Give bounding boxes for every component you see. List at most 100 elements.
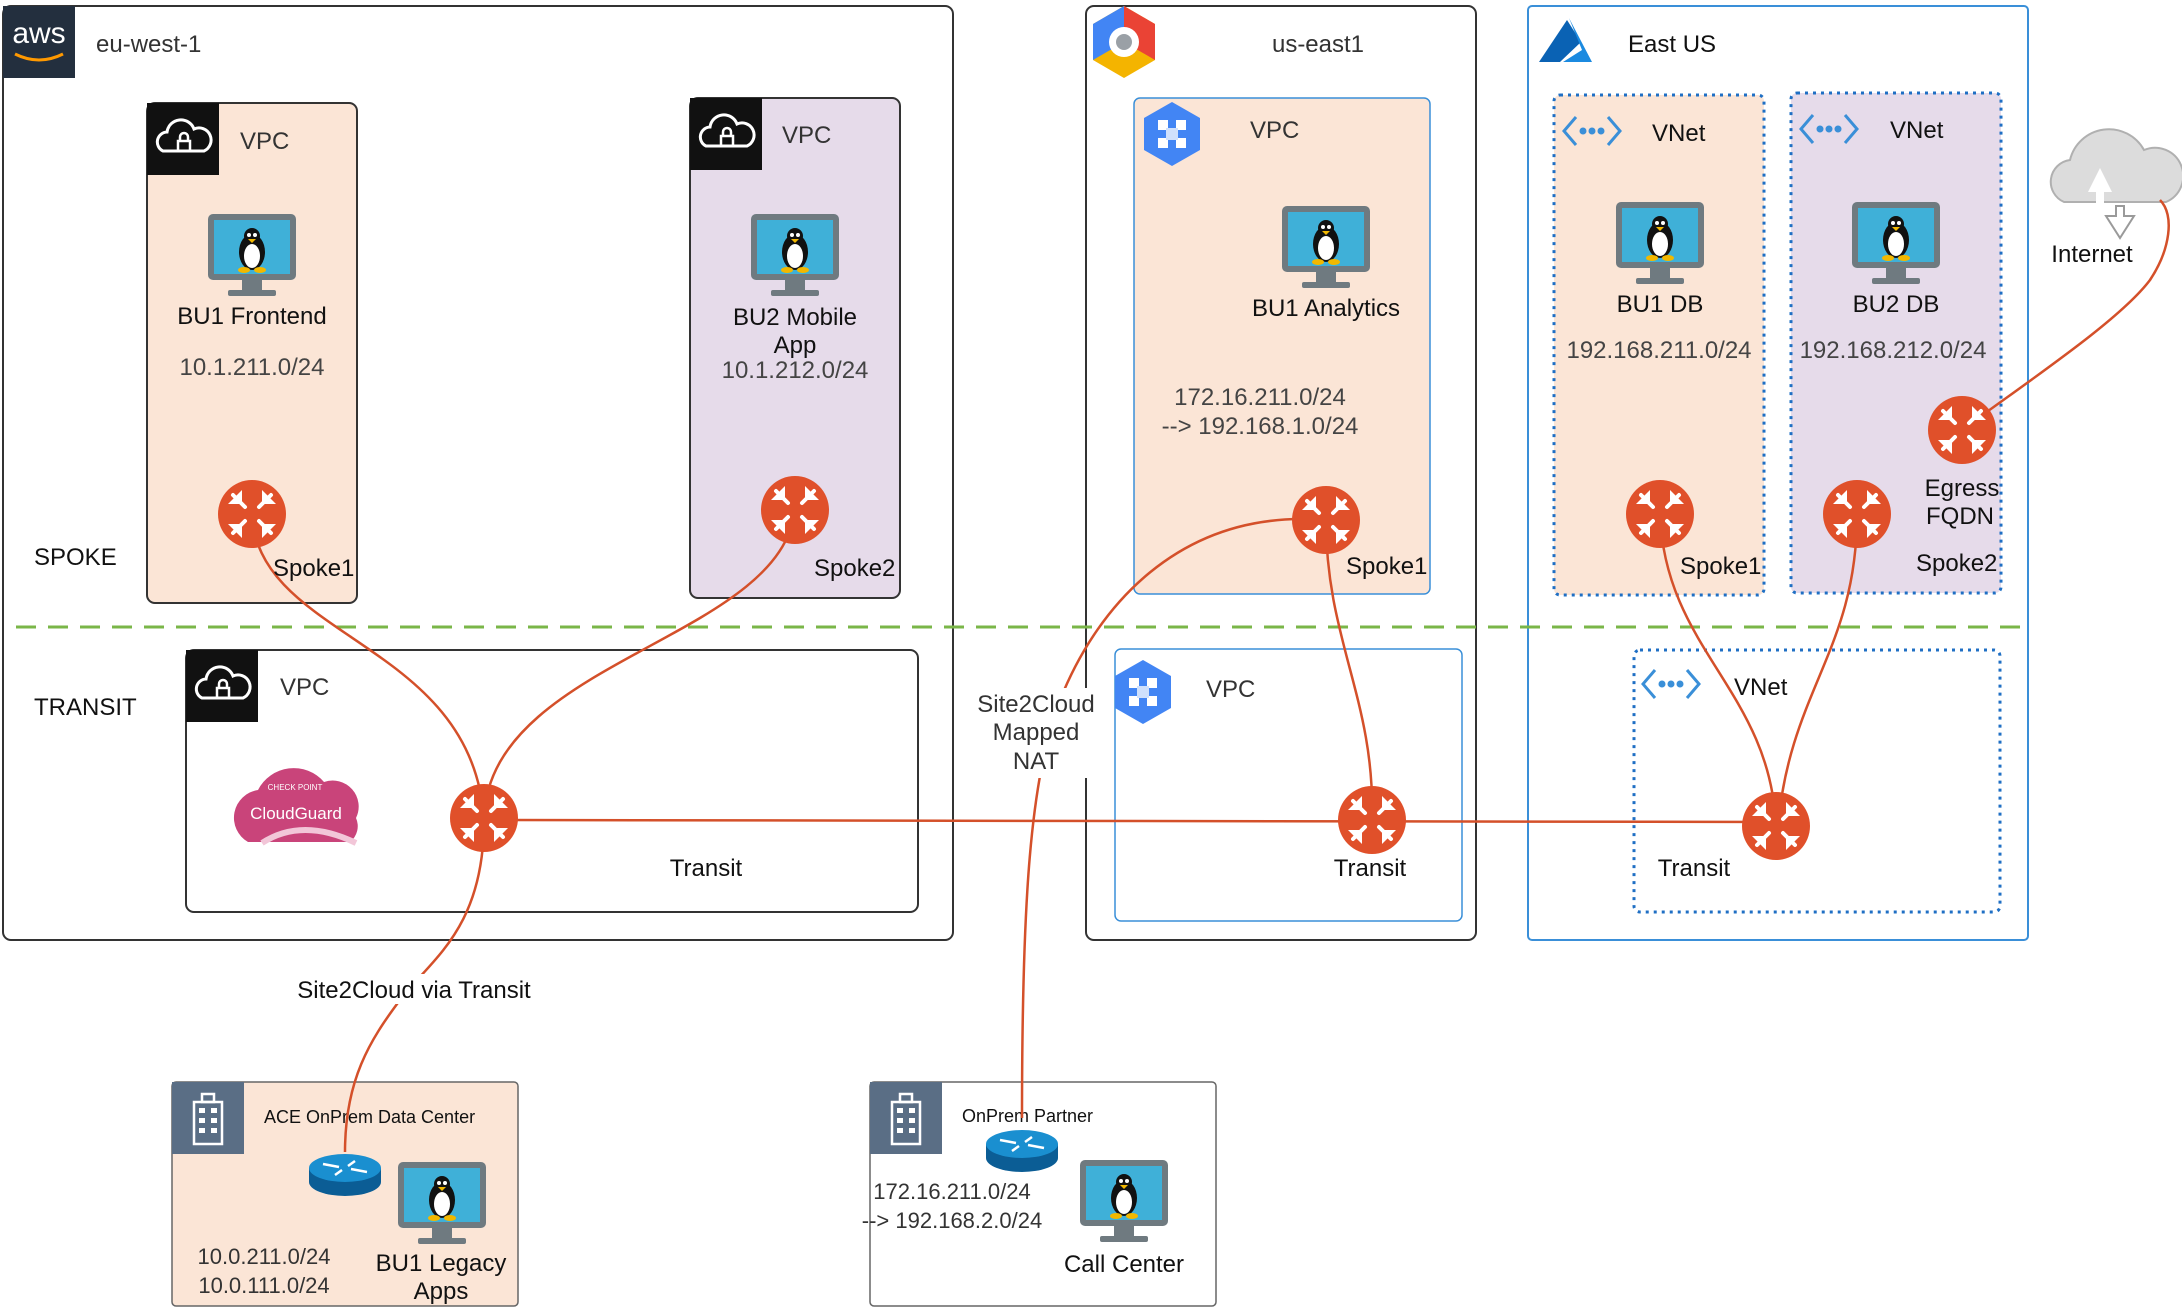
- aws-spoke1-vpc: VPC BU1 Frontend 10.1.211.0/24: [145, 101, 358, 604]
- azure-egress-gateway-icon: [1926, 394, 1998, 466]
- router-icon: [984, 1128, 1060, 1174]
- egress-fqdn-label-line2: FQDN: [1926, 503, 1994, 530]
- azure-transit-gateway-icon: [1740, 790, 1812, 862]
- workload-label: BU1 Frontend: [177, 303, 326, 330]
- azure-region-label: East US: [1628, 31, 1716, 58]
- vpc-label: VPC: [280, 674, 329, 701]
- aws-logo-icon: [3, 6, 75, 78]
- link-azure-spoke2-transit: [1776, 513, 1859, 827]
- aws-transit-gateway-label: Transit: [670, 855, 743, 882]
- vpc-cloud-lock-icon: [184, 648, 260, 724]
- azure-spoke2-vnet: VNet BU2 DB 192.168.212.0/24: [1789, 91, 2003, 595]
- onprem-partner: OnPrem Partner 172.16.211.0/24 --> 192.1…: [862, 1080, 1217, 1307]
- site2cloud-nat-label-line2: Mapped: [993, 719, 1080, 746]
- gcp-region-label: us-east1: [1272, 31, 1364, 58]
- gcp-transit-vpc: VPC: [1114, 648, 1463, 922]
- aws-badge: aws: [12, 17, 65, 50]
- cidr-label-line2: --> 192.168.1.0/24: [1162, 413, 1359, 440]
- gcp-transit-gateway-icon: [1336, 784, 1408, 856]
- cidr-label-line2: 10.0.111.0/24: [198, 1273, 329, 1298]
- azure-logo-icon: [1539, 18, 1592, 62]
- gcp-transit-gateway-label: Transit: [1334, 855, 1407, 882]
- link-site2cloud-nat: [1020, 517, 1301, 1119]
- azure-spoke1-vnet: VNet BU1 DB 192.168.211.0/24: [1552, 93, 1766, 597]
- vnet-icon: [1641, 668, 1701, 700]
- vnet-label: VNet: [1890, 117, 1944, 144]
- vpc-label: VPC: [1250, 117, 1299, 144]
- spoke-tier-label: SPOKE: [34, 544, 117, 571]
- aws-spoke2-vpc: VPC BU2 Mobile App 10.1.212.0/24: [688, 96, 901, 599]
- azure-spoke2-gateway-label: Spoke2: [1916, 550, 1997, 577]
- azure-transit-vnet: VNet: [1632, 648, 2002, 914]
- cidr-label: 192.168.212.0/24: [1800, 337, 1987, 364]
- aws-transit-vpc: VPC CHECK POINT CloudGuard: [184, 648, 919, 913]
- link-egress-internet: [1961, 199, 2170, 432]
- egress-fqdn-label-line1: Egress: [1925, 475, 2000, 502]
- router-icon: [307, 1152, 383, 1198]
- region-azure: East US: [1527, 5, 2029, 941]
- link-gcp-spoke1-transit: [1324, 519, 1374, 819]
- cidr-label-line1: 10.0.211.0/24: [198, 1244, 331, 1269]
- link-transit-peering: [483, 818, 1779, 824]
- site2cloud-nat-label-line3: NAT: [1013, 748, 1060, 775]
- workload-label-line1: BU2 Mobile: [733, 304, 857, 331]
- cidr-label: 192.168.211.0/24: [1566, 337, 1751, 364]
- aws-region-label: eu-west-1: [96, 31, 201, 58]
- aws-spoke2-gateway-label: Spoke2: [814, 555, 895, 582]
- workload-label: Call Center: [1064, 1251, 1184, 1278]
- workload-label-line2: Apps: [414, 1278, 469, 1305]
- azure-transit-gateway-label: Transit: [1658, 855, 1731, 882]
- internet-cloud-icon: [2049, 128, 2182, 240]
- onprem-title: OnPrem Partner: [962, 1106, 1093, 1126]
- building-icon: [170, 1080, 246, 1156]
- vpc-label: VPC: [1206, 676, 1255, 703]
- workload-label: BU2 DB: [1853, 291, 1940, 318]
- workload-label: BU1 DB: [1617, 291, 1704, 318]
- gcp-spoke1-gateway-label: Spoke1: [1346, 553, 1427, 580]
- site2cloud-nat-label-line1: Site2Cloud: [977, 691, 1094, 718]
- gateway-labels: Spoke1 Spoke2 Transit Spoke1 Transit Spo…: [273, 475, 1999, 882]
- region-aws: aws eu-west-1: [2, 5, 954, 941]
- region-gcp: us-east1: [1085, 5, 1477, 941]
- aws-spoke1-gateway-label: Spoke1: [273, 555, 354, 582]
- gcp-spoke1-vpc: VPC BU1 Analytics 172.16.211.0/24 --> 19…: [1133, 97, 1431, 595]
- link-aws-spoke1-transit: [250, 513, 486, 819]
- cidr-label-line1: 172.16.211.0/24: [873, 1179, 1030, 1204]
- vpc-cloud-lock-icon: [688, 96, 764, 172]
- links: [250, 199, 2170, 1153]
- aws-spoke1-gateway-icon: [216, 478, 288, 550]
- workload-label-line1: BU1 Legacy: [376, 1250, 507, 1277]
- aws-spoke2-gateway-icon: [759, 474, 831, 546]
- checkpoint-cloudguard-logo: CHECK POINT CloudGuard: [233, 768, 359, 846]
- azure-spoke2-gateway-icon: [1821, 478, 1893, 550]
- transit-tier-label: TRANSIT: [34, 694, 137, 721]
- onprem-datacenter: ACE OnPrem Data Center 10.0.211.0/24 10.…: [170, 1080, 519, 1307]
- gcp-vpc-icon: [1115, 660, 1171, 724]
- azure-spoke1-gateway-label: Spoke1: [1680, 553, 1761, 580]
- site2cloud-transit-label: Site2Cloud via Transit: [297, 977, 531, 1004]
- svg-text:CHECK POINT: CHECK POINT: [268, 783, 323, 792]
- vnet-label: VNet: [1652, 120, 1706, 147]
- workload-label-line2: App: [774, 332, 817, 359]
- vpc-label: VPC: [240, 128, 289, 155]
- cidr-label-line1: 172.16.211.0/24: [1174, 384, 1346, 411]
- link-labels: Site2Cloud via Transit Site2Cloud Mapped…: [296, 688, 1096, 1004]
- svg-text:CloudGuard: CloudGuard: [250, 804, 342, 823]
- link-aws-spoke2-transit: [482, 509, 797, 819]
- cidr-label: 10.1.212.0/24: [722, 357, 869, 384]
- gcp-logo-icon: [1093, 6, 1155, 78]
- cidr-label: 10.1.211.0/24: [179, 354, 324, 381]
- workload-label: BU1 Analytics: [1252, 295, 1400, 322]
- internet-label: Internet: [2051, 241, 2133, 268]
- cidr-label-line2: --> 192.168.2.0/24: [862, 1208, 1042, 1233]
- aws-transit-gateway-icon: [448, 782, 520, 854]
- vpc-cloud-lock-icon: [145, 101, 221, 177]
- vpc-label: VPC: [782, 122, 831, 149]
- azure-spoke1-gateway-icon: [1624, 478, 1696, 550]
- link-azure-spoke1-transit: [1658, 513, 1778, 827]
- building-icon: [868, 1080, 944, 1156]
- onprem-title: ACE OnPrem Data Center: [264, 1107, 475, 1127]
- gcp-spoke1-gateway-icon: [1290, 484, 1362, 556]
- vnet-label: VNet: [1734, 674, 1788, 701]
